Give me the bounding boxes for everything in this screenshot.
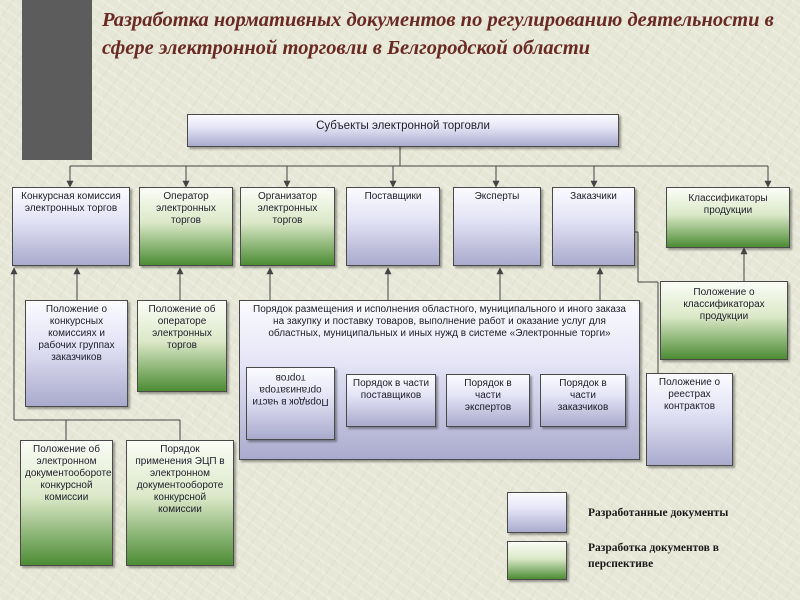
doc-doc-flow-regulation-label: Положение об электронном документооборот… (25, 444, 112, 503)
legend-planned-label: Разработка документов в перспективе (588, 542, 719, 570)
doc-proc-organizer-label: Порядок в части организатора торгов (252, 372, 329, 407)
doc-registries-regulation-label: Положение о реестрах контрактов (658, 377, 721, 412)
doc-doc-flow-regulation-box: Положение об электронном документооборот… (20, 440, 113, 566)
subject-operator-box: Оператор электронных торгов (139, 187, 233, 266)
doc-proc-organizer-box: Порядок в части организатора торгов (246, 367, 335, 440)
subject-experts-box: Эксперты (453, 187, 541, 266)
legend-developed-swatch (507, 492, 567, 533)
doc-classifiers-regulation-label: Положение о классификаторах продукции (683, 287, 765, 322)
legend-planned-swatch (507, 541, 567, 580)
accent-block (22, 0, 92, 160)
doc-operator-regulation-label: Положение об операторе электронных торго… (148, 304, 216, 351)
doc-procedure-label: Порядок размещения и исполнения областно… (253, 304, 626, 339)
subject-customers-label: Заказчики (570, 191, 617, 202)
subject-classifiers-box: Классификаторы продукции (666, 187, 790, 248)
subject-customers-box: Заказчики (552, 187, 635, 266)
doc-commission-regulation-box: Положение о конкурсных комиссиях и рабоч… (25, 300, 128, 407)
subject-commission-box: Конкурсная комиссия электронных торгов (12, 187, 130, 266)
subject-classifiers-label: Классификаторы продукции (688, 193, 768, 216)
doc-commission-regulation-label: Положение о конкурсных комиссиях и рабоч… (38, 304, 115, 363)
page-title: Разработка нормативных документов по рег… (102, 9, 774, 59)
subject-organizer-label: Организатор электронных торгов (257, 191, 318, 226)
doc-proc-customers-label: Порядок в части заказчиков (557, 378, 609, 413)
doc-eds-procedure-label: Порядок применения ЭЦП в электронном док… (135, 444, 225, 515)
doc-registries-regulation-box: Положение о реестрах контрактов (646, 373, 733, 466)
subject-suppliers-label: Поставщики (364, 191, 422, 202)
subject-operator-label: Оператор электронных торгов (156, 191, 216, 226)
doc-proc-experts-label: Порядок в части экспертов (464, 378, 512, 413)
subject-experts-label: Эксперты (474, 191, 520, 202)
doc-operator-regulation-box: Положение об операторе электронных торго… (137, 300, 227, 392)
subject-suppliers-box: Поставщики (346, 187, 440, 266)
subject-commission-label: Конкурсная комиссия электронных торгов (21, 191, 121, 214)
doc-classifiers-regulation-box: Положение о классификаторах продукции (660, 281, 788, 360)
doc-proc-customers-box: Порядок в части заказчиков (540, 374, 626, 427)
doc-proc-experts-box: Порядок в части экспертов (446, 374, 530, 427)
doc-proc-suppliers-label: Порядок в части поставщиков (352, 378, 430, 401)
doc-proc-suppliers-box: Порядок в части поставщиков (346, 374, 436, 427)
doc-eds-procedure-box: Порядок применения ЭЦП в электронном док… (126, 440, 234, 566)
legend-developed-label: Разработанные документы (588, 507, 729, 519)
root-label: Субъекты электронной торговли (316, 120, 490, 132)
root-subjects-box: Субъекты электронной торговли (187, 114, 619, 147)
subject-organizer-box: Организатор электронных торгов (240, 187, 335, 266)
